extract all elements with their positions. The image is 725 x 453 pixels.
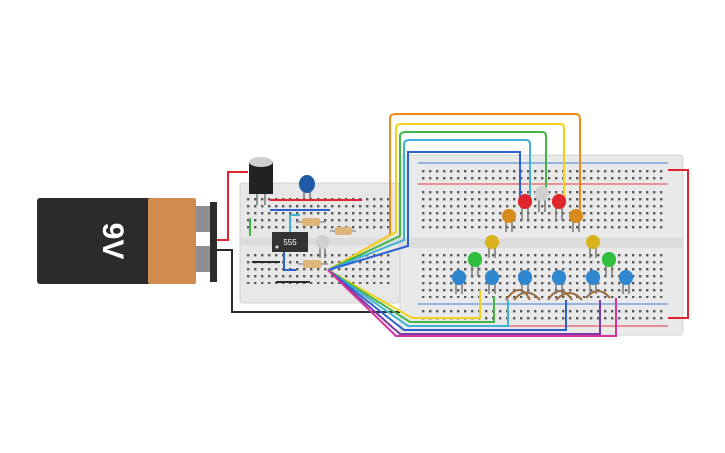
wire-right-red bbox=[668, 169, 689, 319]
resistor-1 bbox=[296, 218, 326, 226]
led-red-1 bbox=[518, 194, 532, 220]
fan-wires-top bbox=[327, 113, 581, 271]
resistor-2 bbox=[330, 227, 356, 235]
led-blue-4 bbox=[552, 270, 566, 294]
led-blue-3 bbox=[518, 270, 532, 294]
resistor-3 bbox=[298, 260, 328, 268]
chip-label: 555 bbox=[283, 238, 297, 247]
wire-cyan-chip bbox=[289, 214, 300, 232]
led-green-1 bbox=[468, 252, 482, 276]
brown-jumpers bbox=[505, 289, 611, 301]
led-green-2 bbox=[602, 252, 616, 276]
led-white-small bbox=[316, 235, 329, 258]
led-blue-6 bbox=[619, 270, 633, 294]
led-red-2 bbox=[552, 194, 566, 220]
electrolytic-capacitor bbox=[249, 157, 273, 205]
ceramic-capacitor bbox=[299, 175, 315, 200]
led-yellow-1 bbox=[485, 235, 499, 258]
battery-9v: 9V bbox=[37, 198, 217, 284]
fan-wires-bottom bbox=[327, 269, 617, 337]
wire-blue-chip bbox=[283, 252, 296, 271]
led-orange-1 bbox=[502, 209, 516, 232]
large-breadboard bbox=[399, 154, 684, 336]
led-blue-5 bbox=[586, 270, 600, 294]
led-yellow-2 bbox=[586, 235, 600, 258]
led-blue-1 bbox=[452, 270, 466, 294]
battery-label: 9V bbox=[96, 223, 129, 260]
timer-chip-555: 555 bbox=[272, 232, 308, 252]
wire-battery-black bbox=[217, 249, 400, 313]
led-white-1 bbox=[535, 186, 549, 212]
led-orange-2 bbox=[569, 209, 583, 232]
led-blue-2 bbox=[485, 270, 499, 294]
wire-battery-red bbox=[217, 171, 248, 241]
